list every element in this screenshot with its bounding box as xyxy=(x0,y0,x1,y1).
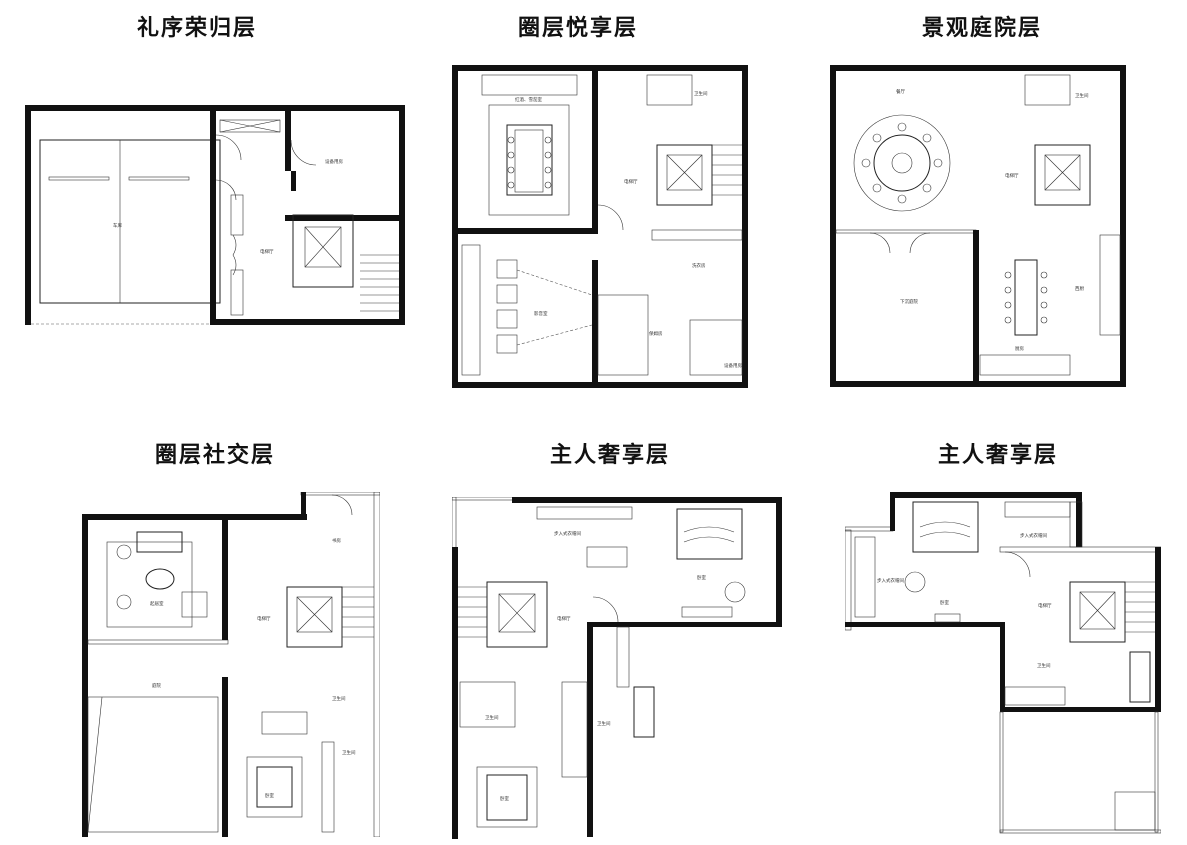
room-label: 电梯厅 xyxy=(1005,172,1019,179)
room-label: 洗衣房 xyxy=(692,262,706,269)
room-label: 起居室 xyxy=(150,600,164,607)
room-label: 卫生间 xyxy=(694,90,708,97)
room-label: 厨房 xyxy=(1015,345,1024,352)
room-label: 书房 xyxy=(332,537,341,544)
floor-title-3: 景观庭院层 xyxy=(922,15,1043,41)
floor-title-2: 圈层悦享层 xyxy=(518,15,639,41)
room-label: 西厨 xyxy=(1075,286,1084,292)
room-label: 电梯厅 xyxy=(557,615,571,622)
room-label: 卧室 xyxy=(940,599,949,606)
room-label: 卫生间 xyxy=(597,720,611,727)
room-label: 步入式衣帽间 xyxy=(877,577,904,584)
floor-plan-4: 起居室 电梯厅 书房 庭院 卫生间 卫生间 卧室 xyxy=(82,492,380,837)
floor-plan-5: 步入式衣帽间 卧室 电梯厅 卫生间 卫生间 卧室 xyxy=(452,497,782,839)
floor-plan-2: 红酒、雪茄室 电梯厅 卫生间 影音室 洗衣房 保姆房 设备用房 xyxy=(452,65,748,388)
room-label: 电梯厅 xyxy=(257,615,271,622)
room-label: 卫生间 xyxy=(485,714,499,721)
floor-plan-6: 步入式衣帽间 卧室 步入式衣帽间 电梯厅 卫生间 xyxy=(845,492,1161,837)
room-label: 步入式衣帽间 xyxy=(554,530,581,537)
floor-plan-1: 车库 电梯厅 设备用房 xyxy=(25,105,405,330)
room-label: 卫生间 xyxy=(1037,662,1051,669)
room-label: 保姆房 xyxy=(649,330,663,337)
room-label: 红酒、雪茄室 xyxy=(515,96,542,103)
room-label: 卧室 xyxy=(500,795,509,802)
room-label: 步入式衣帽间 xyxy=(1020,532,1047,539)
room-label: 卫生间 xyxy=(332,695,346,702)
room-label: 餐厅 xyxy=(896,88,905,95)
floor-title-5: 主人奢享层 xyxy=(550,442,671,468)
room-label: 电梯厅 xyxy=(260,248,274,255)
room-label: 卧室 xyxy=(265,792,274,799)
room-label: 庭院 xyxy=(152,682,161,689)
floor-title-1: 礼序荣归层 xyxy=(137,15,258,41)
room-label: 卫生间 xyxy=(1075,92,1089,99)
floor-plan-3: 餐厅 电梯厅 卫生间 下沉庭院 厨房 西厨 xyxy=(830,65,1126,387)
room-label: 设备用房 xyxy=(325,158,343,165)
room-label: 电梯厅 xyxy=(624,178,638,185)
room-label: 影音室 xyxy=(534,310,548,317)
room-label: 电梯厅 xyxy=(1038,602,1052,609)
room-label: 设备用房 xyxy=(724,362,742,369)
room-label: 下沉庭院 xyxy=(900,298,918,305)
room-label: 卧室 xyxy=(697,574,706,581)
room-label: 卫生间 xyxy=(342,749,356,756)
floor-title-4: 圈层社交层 xyxy=(155,442,276,468)
floor-title-6: 主人奢享层 xyxy=(938,442,1059,468)
room-label: 车库 xyxy=(113,222,122,229)
